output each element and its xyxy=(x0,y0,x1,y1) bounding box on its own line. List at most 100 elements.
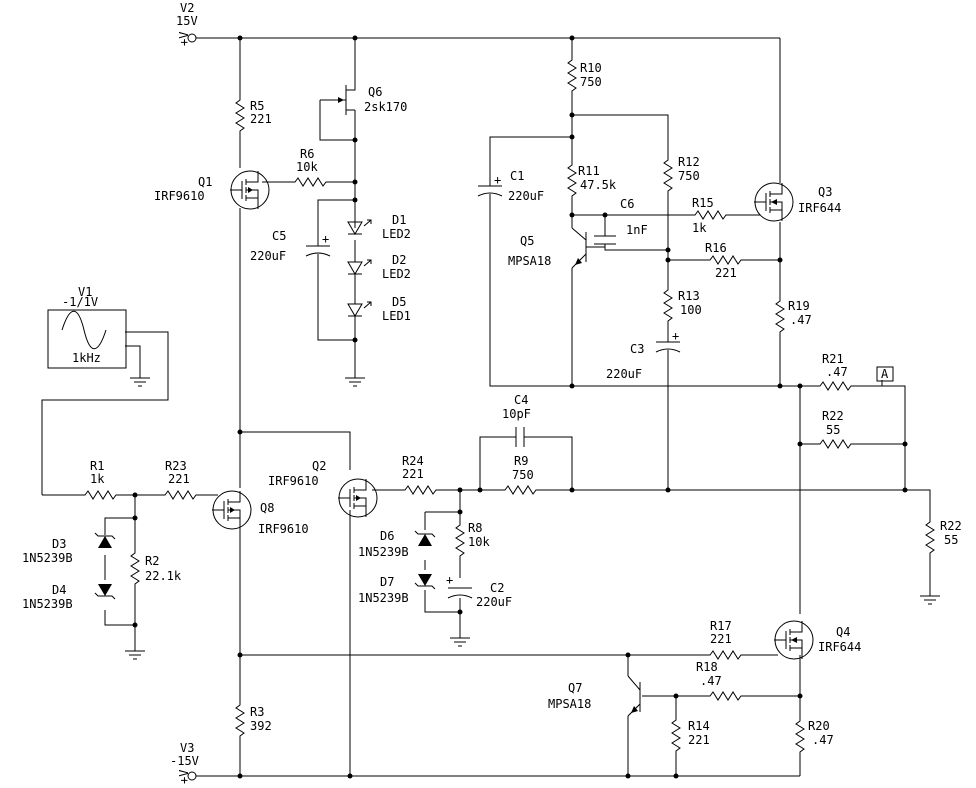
v2-value: 15V xyxy=(176,14,198,28)
svg-text:R9: R9 xyxy=(514,454,528,468)
svg-text:1N5239B: 1N5239B xyxy=(22,551,73,565)
svg-text:LED2: LED2 xyxy=(382,267,411,281)
svg-text:C3: C3 xyxy=(630,342,644,356)
svg-text:Q6: Q6 xyxy=(368,85,382,99)
svg-text:R22: R22 xyxy=(822,409,844,423)
svg-text:392: 392 xyxy=(250,719,272,733)
svg-text:IRF9610: IRF9610 xyxy=(154,189,205,203)
svg-text:1k: 1k xyxy=(692,221,707,235)
svg-text:IRF644: IRF644 xyxy=(818,640,861,654)
v3-ref: V3 xyxy=(180,741,194,755)
svg-text:221: 221 xyxy=(688,733,710,747)
svg-text:1N5239B: 1N5239B xyxy=(358,591,409,605)
svg-text:10k: 10k xyxy=(296,160,318,174)
svg-text:Q3: Q3 xyxy=(818,185,832,199)
wires xyxy=(41,37,931,777)
svg-text:LED2: LED2 xyxy=(382,227,411,241)
v2-terminal: +V xyxy=(177,32,191,46)
svg-text:R18: R18 xyxy=(696,660,718,674)
svg-text:750: 750 xyxy=(580,75,602,89)
svg-text:D1: D1 xyxy=(392,213,406,227)
svg-text:+: + xyxy=(446,573,453,587)
svg-text:Q1: Q1 xyxy=(198,175,212,189)
svg-text:Q2: Q2 xyxy=(312,459,326,473)
svg-text:22.1k: 22.1k xyxy=(145,569,182,583)
svg-text:R8: R8 xyxy=(468,521,482,535)
svg-text:221: 221 xyxy=(715,266,737,280)
diodes: D1 LED2 D2 LED2 D5 LED1 D3 1N5239B D4 1N… xyxy=(22,213,436,660)
svg-text:100: 100 xyxy=(680,303,702,317)
svg-text:750: 750 xyxy=(512,468,534,482)
v3-supply: V3 -15V +V xyxy=(170,741,199,784)
svg-text:47.5k: 47.5k xyxy=(580,178,617,192)
svg-text:MPSA18: MPSA18 xyxy=(508,254,551,268)
svg-text:R16: R16 xyxy=(705,241,727,255)
v1-freq: 1kHz xyxy=(72,351,101,365)
svg-text:+: + xyxy=(322,232,329,246)
v3-terminal: +V xyxy=(177,770,191,784)
svg-text:221: 221 xyxy=(402,467,424,481)
svg-text:R24: R24 xyxy=(402,454,424,468)
svg-text:R14: R14 xyxy=(688,719,710,733)
svg-text:1nF: 1nF xyxy=(626,223,648,237)
svg-text:R10: R10 xyxy=(580,61,602,75)
svg-text:C6: C6 xyxy=(620,197,634,211)
svg-text:+: + xyxy=(672,329,679,343)
svg-text:.47: .47 xyxy=(812,733,834,747)
svg-text:R22: R22 xyxy=(940,519,962,533)
probe-label: A xyxy=(881,367,889,381)
svg-text:10pF: 10pF xyxy=(502,407,531,421)
svg-text:220uF: 220uF xyxy=(250,249,286,263)
svg-text:C5: C5 xyxy=(272,229,286,243)
svg-text:R15: R15 xyxy=(692,196,714,210)
v2-ref: V2 xyxy=(180,1,194,15)
svg-text:R13: R13 xyxy=(678,289,700,303)
svg-text:LED1: LED1 xyxy=(382,309,411,323)
svg-text:D5: D5 xyxy=(392,295,406,309)
capacitors: + C5 220uF + C1 220uF C6 1nF + C3 220uF … xyxy=(250,169,681,647)
svg-text:Q4: Q4 xyxy=(836,625,850,639)
svg-text:Q7: Q7 xyxy=(568,681,582,695)
svg-text:220uF: 220uF xyxy=(606,367,642,381)
transistors: Q1 IRF9610 Q8 IRF9610 Q2 IRF9610 Q3 IRF6… xyxy=(154,80,861,717)
svg-text:Q5: Q5 xyxy=(520,234,534,248)
svg-text:C4: C4 xyxy=(514,393,528,407)
svg-text:221: 221 xyxy=(250,112,272,126)
svg-text:221: 221 xyxy=(168,472,190,486)
svg-text:IRF9610: IRF9610 xyxy=(258,522,309,536)
resistors: R5 221 R6 10k R1 1k R23 221 R2 22.1k R3 … xyxy=(79,54,962,757)
svg-text:220uF: 220uF xyxy=(476,595,512,609)
svg-text:R1: R1 xyxy=(90,459,104,473)
v1-source: V1 -1/1V 1kHz xyxy=(47,285,151,387)
svg-text:R20: R20 xyxy=(808,719,830,733)
svg-text:R11: R11 xyxy=(578,164,600,178)
svg-text:D7: D7 xyxy=(380,575,394,589)
svg-text:.47: .47 xyxy=(790,313,812,327)
svg-text:IRF9610: IRF9610 xyxy=(268,474,319,488)
svg-text:R21: R21 xyxy=(822,352,844,366)
svg-text:.47: .47 xyxy=(826,365,848,379)
svg-text:D2: D2 xyxy=(392,253,406,267)
svg-text:R17: R17 xyxy=(710,619,732,633)
svg-text:D4: D4 xyxy=(52,583,66,597)
v3-value: -15V xyxy=(170,754,199,768)
svg-text:220uF: 220uF xyxy=(508,189,544,203)
v2-supply: V2 15V +V xyxy=(176,1,198,46)
svg-text:55: 55 xyxy=(944,533,958,547)
svg-text:221: 221 xyxy=(710,632,732,646)
svg-text:2sk170: 2sk170 xyxy=(364,100,407,114)
svg-text:.47: .47 xyxy=(700,674,722,688)
svg-text:R2: R2 xyxy=(145,554,159,568)
svg-text:Q8: Q8 xyxy=(260,501,274,515)
svg-text:55: 55 xyxy=(826,423,840,437)
svg-text:R19: R19 xyxy=(788,299,810,313)
v1-ref: V1 xyxy=(78,285,92,299)
svg-text:R12: R12 xyxy=(678,155,700,169)
svg-text:1k: 1k xyxy=(90,472,105,486)
svg-text:C1: C1 xyxy=(510,169,524,183)
svg-text:D6: D6 xyxy=(380,529,394,543)
svg-text:10k: 10k xyxy=(468,535,490,549)
svg-text:MPSA18: MPSA18 xyxy=(548,697,591,711)
svg-text:1N5239B: 1N5239B xyxy=(22,597,73,611)
